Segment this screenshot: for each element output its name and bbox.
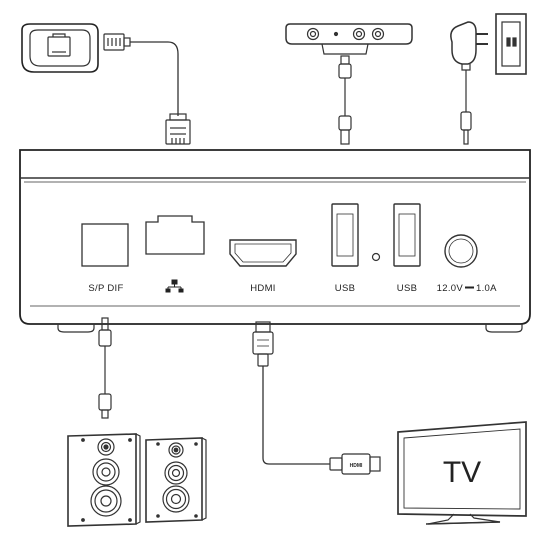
speaker-right (145, 437, 207, 523)
camera-usb-cable (338, 55, 352, 145)
spdif-cable (98, 317, 112, 419)
usb-port-1 (331, 203, 359, 267)
ethernet-plug-bottom (165, 113, 191, 145)
speaker-left (67, 433, 141, 527)
usb-port-2 (393, 203, 421, 267)
ethernet-port (145, 215, 205, 255)
dc-power-port (444, 234, 478, 268)
status-led (371, 252, 381, 262)
power-current-label: 1.0A (476, 283, 497, 294)
ethernet-cable (130, 41, 179, 116)
spdif-label: S/P DIF (88, 283, 123, 294)
wall-ethernet-jack (21, 23, 99, 73)
ethernet-plug-top (103, 33, 131, 51)
spdif-port (81, 223, 129, 267)
hdmi-plug-label: HDMI (350, 463, 363, 469)
usb-label-1: USB (335, 283, 355, 294)
tv-label: TV (443, 456, 481, 489)
hdmi-cable (252, 321, 381, 475)
tv (397, 421, 527, 525)
power-voltage-label: 12.0V (437, 283, 464, 294)
usb-label-2: USB (397, 283, 417, 294)
usb-camera (285, 23, 413, 55)
set-top-box (19, 149, 531, 333)
wall-power-outlet (495, 13, 527, 75)
hdmi-label: HDMI (250, 283, 275, 294)
network-icon (165, 279, 184, 293)
power-cable (460, 70, 472, 145)
power-adapter (450, 21, 488, 71)
hdmi-port (229, 239, 297, 267)
